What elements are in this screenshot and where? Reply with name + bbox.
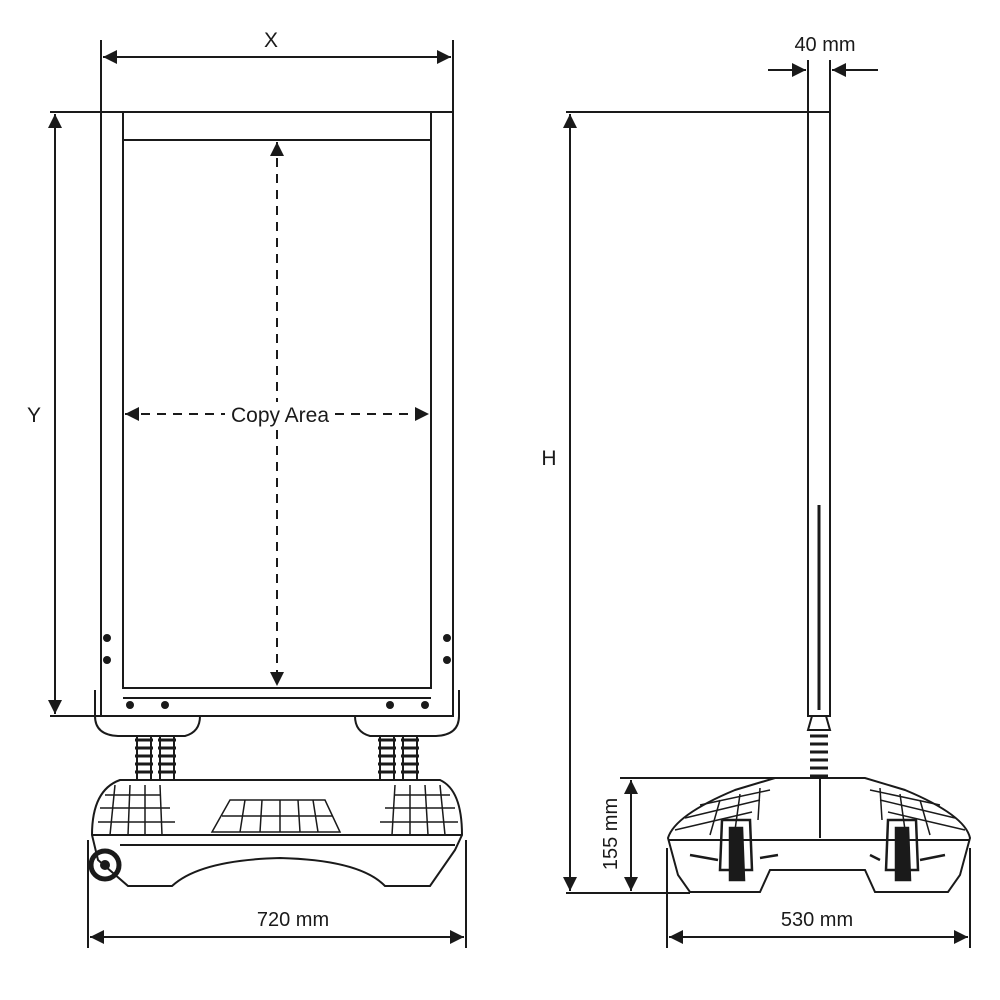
front-right-foot-bracket — [354, 690, 460, 737]
front-left-foot-bracket — [94, 690, 201, 737]
dim-depth-label: 40 mm — [794, 34, 855, 56]
front-screws — [103, 634, 451, 709]
side-base-grid — [674, 787, 966, 836]
side-feet — [689, 818, 946, 882]
side-spring — [810, 734, 828, 778]
front-frame-inner — [122, 139, 432, 689]
side-connector — [806, 715, 832, 731]
side-dimensions — [563, 60, 971, 948]
front-dimensions — [48, 40, 467, 948]
front-base-outline — [90, 779, 464, 887]
front-view — [88, 111, 464, 887]
dim-base-height-label: 155 mm — [600, 798, 622, 870]
front-frame-outer — [100, 111, 454, 717]
copy-area-label: Copy Area — [231, 404, 329, 427]
front-wheel — [88, 848, 122, 882]
side-base-outline — [666, 777, 972, 893]
side-view — [666, 111, 972, 893]
dim-h-label: H — [541, 447, 556, 470]
front-base-grid — [98, 784, 458, 836]
front-springs — [135, 738, 419, 774]
dim-y-label: Y — [27, 404, 41, 427]
dim-x-label: X — [264, 29, 278, 52]
dim-base-width-label: 720 mm — [257, 909, 329, 931]
dim-base-depth-label: 530 mm — [781, 909, 853, 931]
